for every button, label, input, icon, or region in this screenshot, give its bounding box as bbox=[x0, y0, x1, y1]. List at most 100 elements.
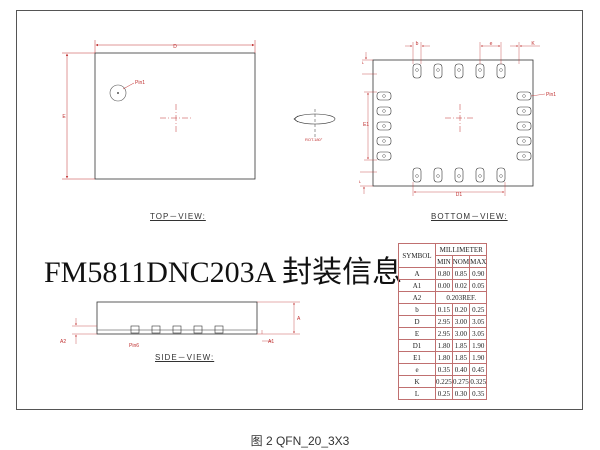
sheet-border bbox=[16, 10, 583, 410]
side-lead bbox=[214, 325, 224, 334]
top-pin1-label: Pin1 bbox=[135, 80, 145, 86]
pad-right-via bbox=[522, 124, 526, 128]
pad-left bbox=[376, 121, 392, 131]
top-d-letter: D bbox=[173, 44, 177, 50]
table-cell-min: 0.00 bbox=[435, 279, 453, 292]
table-cell-min: 1.80 bbox=[435, 351, 453, 364]
table-cell-min: 0.25 bbox=[435, 387, 453, 400]
pad-top-via bbox=[457, 68, 461, 72]
pad-right-via bbox=[522, 94, 526, 98]
pad-right-via bbox=[522, 139, 526, 143]
pad-left bbox=[376, 151, 392, 161]
pad-bottom bbox=[496, 167, 506, 183]
pad-top-via bbox=[436, 68, 440, 72]
pad-left-via bbox=[382, 139, 386, 143]
page-title: FM5811DNC203A 封装信息 bbox=[44, 256, 403, 289]
bottom-pin1-leader bbox=[530, 93, 546, 97]
top-pin1-leader bbox=[122, 82, 135, 90]
pad-left-via bbox=[382, 154, 386, 158]
nom-header: NOM bbox=[451, 255, 471, 268]
top-view-label: TOP－VIEW: bbox=[150, 212, 206, 221]
dim-d1-letter: D1 bbox=[456, 192, 463, 198]
table-cell-max: 0.325 bbox=[469, 375, 488, 388]
table-cell-nom: 0.275 bbox=[451, 375, 471, 388]
side-lead bbox=[193, 325, 203, 334]
side-lead bbox=[172, 325, 182, 334]
dim-b-letter: b bbox=[416, 41, 419, 47]
table-cell-symbol: E bbox=[398, 327, 436, 340]
table-header-row: SYMBOL MILLIMETER bbox=[398, 243, 488, 268]
pad-bottom bbox=[412, 167, 422, 183]
pad-right bbox=[516, 136, 532, 146]
table-cell-nom: 0.40 bbox=[451, 363, 471, 376]
table-cell-max: 0.90 bbox=[469, 267, 488, 280]
table-cell-min: 0.35 bbox=[435, 363, 453, 376]
table-cell-min: 1.80 bbox=[435, 339, 453, 352]
table-cell-max: 3.05 bbox=[469, 315, 488, 328]
rotation-symbol: ROT.180° bbox=[293, 109, 336, 142]
bottom-pin1-label: Pin1 bbox=[546, 92, 556, 98]
table-cell-max: 0.25 bbox=[469, 303, 488, 316]
pad-right-via bbox=[522, 109, 526, 113]
pad-top-via bbox=[415, 68, 419, 72]
table-cell-max: 1.90 bbox=[469, 351, 488, 364]
table-cell-nom: 0.85 bbox=[451, 267, 471, 280]
dim-k-letter: K bbox=[531, 41, 535, 47]
table-cell-symbol: E1 bbox=[398, 351, 436, 364]
bottom-view-label: BOTTOM－VIEW: bbox=[431, 212, 508, 221]
pad-top bbox=[433, 63, 443, 79]
side-view-label: SIDE－VIEW: bbox=[155, 353, 215, 362]
top-pin1-dot bbox=[117, 92, 119, 94]
pad-bottom-via bbox=[478, 174, 482, 178]
pad-right bbox=[516, 106, 532, 116]
dim-e-letter: e bbox=[490, 41, 493, 47]
pad-left bbox=[376, 91, 392, 101]
pad-right bbox=[516, 91, 532, 101]
pad-right bbox=[516, 121, 532, 131]
pad-bottom-via bbox=[436, 174, 440, 178]
table-cell-symbol: A2 bbox=[398, 291, 436, 304]
pad-bottom bbox=[475, 167, 485, 183]
pad-top-via bbox=[499, 68, 503, 72]
max-header: MAX bbox=[469, 255, 488, 268]
table-cell-max: 0.45 bbox=[469, 363, 488, 376]
pad-left-via bbox=[382, 109, 386, 113]
pad-left-via bbox=[382, 124, 386, 128]
pad-right bbox=[516, 151, 532, 161]
table-cell-min: 2.95 bbox=[435, 315, 453, 328]
pad-bottom-via bbox=[415, 174, 419, 178]
table-cell-max: 0.05 bbox=[469, 279, 488, 292]
bottom-view-body bbox=[372, 59, 534, 187]
pad-bottom bbox=[454, 167, 464, 183]
table-cell-nom: 0.02 bbox=[451, 279, 471, 292]
table-cell-symbol: A1 bbox=[398, 279, 436, 292]
table-cell-symbol: L bbox=[398, 387, 436, 400]
table-subheader-row: MIN NOM MAX bbox=[399, 255, 488, 268]
table-cell-min: 0.15 bbox=[435, 303, 453, 316]
min-header: MIN bbox=[435, 255, 453, 268]
top-pin1-marker bbox=[109, 84, 127, 102]
table-cell-max: 1.90 bbox=[469, 339, 488, 352]
top-e-letter: E bbox=[62, 114, 66, 120]
top-view-body bbox=[94, 52, 256, 180]
table-cell-nom: 0.30 bbox=[451, 387, 471, 400]
table-cell-symbol: e bbox=[398, 363, 436, 376]
table-cell-nom: 3.00 bbox=[451, 315, 471, 328]
table-cell-nom: 3.00 bbox=[451, 327, 471, 340]
pad-left bbox=[376, 136, 392, 146]
pad-bottom-via bbox=[499, 174, 503, 178]
dim-a2-letter: A2 bbox=[60, 339, 66, 345]
table-cell-span: 0.203REF. bbox=[434, 291, 488, 304]
pad-left-via bbox=[382, 94, 386, 98]
side-lead bbox=[130, 325, 140, 334]
